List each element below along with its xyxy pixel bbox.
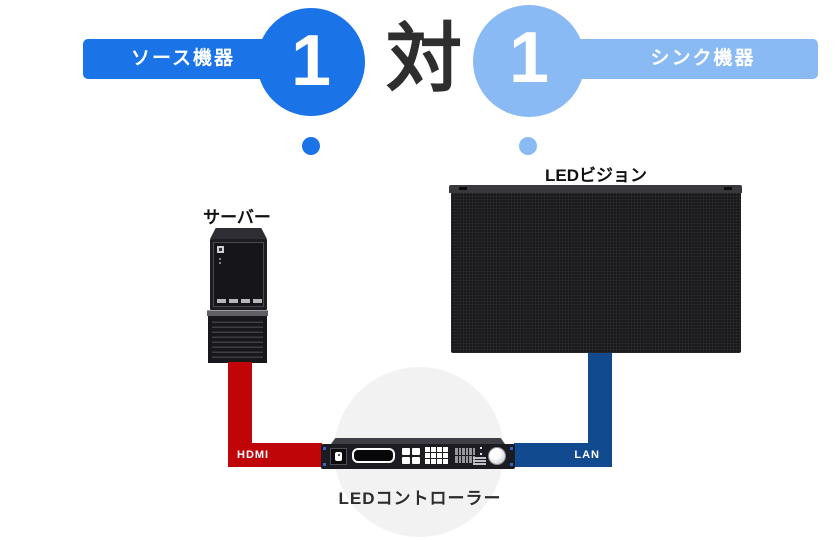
server-led-indicators	[219, 258, 221, 260]
controller-indicator-leds	[480, 447, 482, 449]
vs-label: 対	[386, 17, 462, 102]
controller-power-switch	[330, 448, 347, 465]
source-count-badge: 1	[257, 8, 365, 116]
led-vision-top-frame	[449, 185, 742, 193]
hdmi-label: HDMI	[237, 449, 270, 461]
source-count-value: 1	[290, 21, 332, 101]
controller-label: LEDコントローラー	[338, 489, 502, 508]
sink-pointer-dot	[519, 137, 537, 155]
server-label: サーバー	[203, 208, 271, 227]
controller-button-grid-2x2	[402, 448, 420, 464]
sink-count-badge: 1	[473, 5, 585, 117]
sink-count-value: 1	[508, 18, 550, 98]
led-frame-bracket-left	[459, 187, 467, 190]
lan-cable-horizontal: LAN	[514, 443, 612, 467]
controller-top-bevel	[331, 438, 505, 444]
led-vision-icon	[451, 193, 741, 353]
lan-label: LAN	[574, 449, 600, 461]
source-banner-label: ソース機器	[130, 48, 236, 69]
controller-display-window	[352, 448, 395, 463]
server-icon-top	[210, 228, 267, 239]
server-vent-section	[208, 316, 267, 363]
controller-screw-icon	[510, 447, 513, 450]
server-divider	[207, 310, 268, 316]
server-drive-bays	[217, 299, 262, 303]
led-controller-icon	[321, 444, 515, 469]
server-front-panel	[213, 242, 264, 307]
sink-banner-label: シンク機器	[650, 48, 756, 69]
controller-connector-block	[455, 448, 475, 463]
controller-button-grid-4x3	[425, 447, 448, 464]
server-vents	[212, 318, 263, 361]
controller-screw-icon	[510, 463, 513, 466]
controller-grille	[473, 457, 486, 466]
led-vision-label: LEDビジョン	[545, 166, 647, 185]
source-pointer-dot	[302, 137, 320, 155]
controller-screw-icon	[323, 463, 326, 466]
controller-knob	[488, 447, 506, 465]
hdmi-cable-horizontal: HDMI	[228, 443, 322, 467]
server-icon	[210, 239, 267, 310]
led-frame-bracket-right	[724, 187, 732, 190]
controller-screw-icon	[323, 447, 326, 450]
server-power-button	[217, 246, 224, 253]
